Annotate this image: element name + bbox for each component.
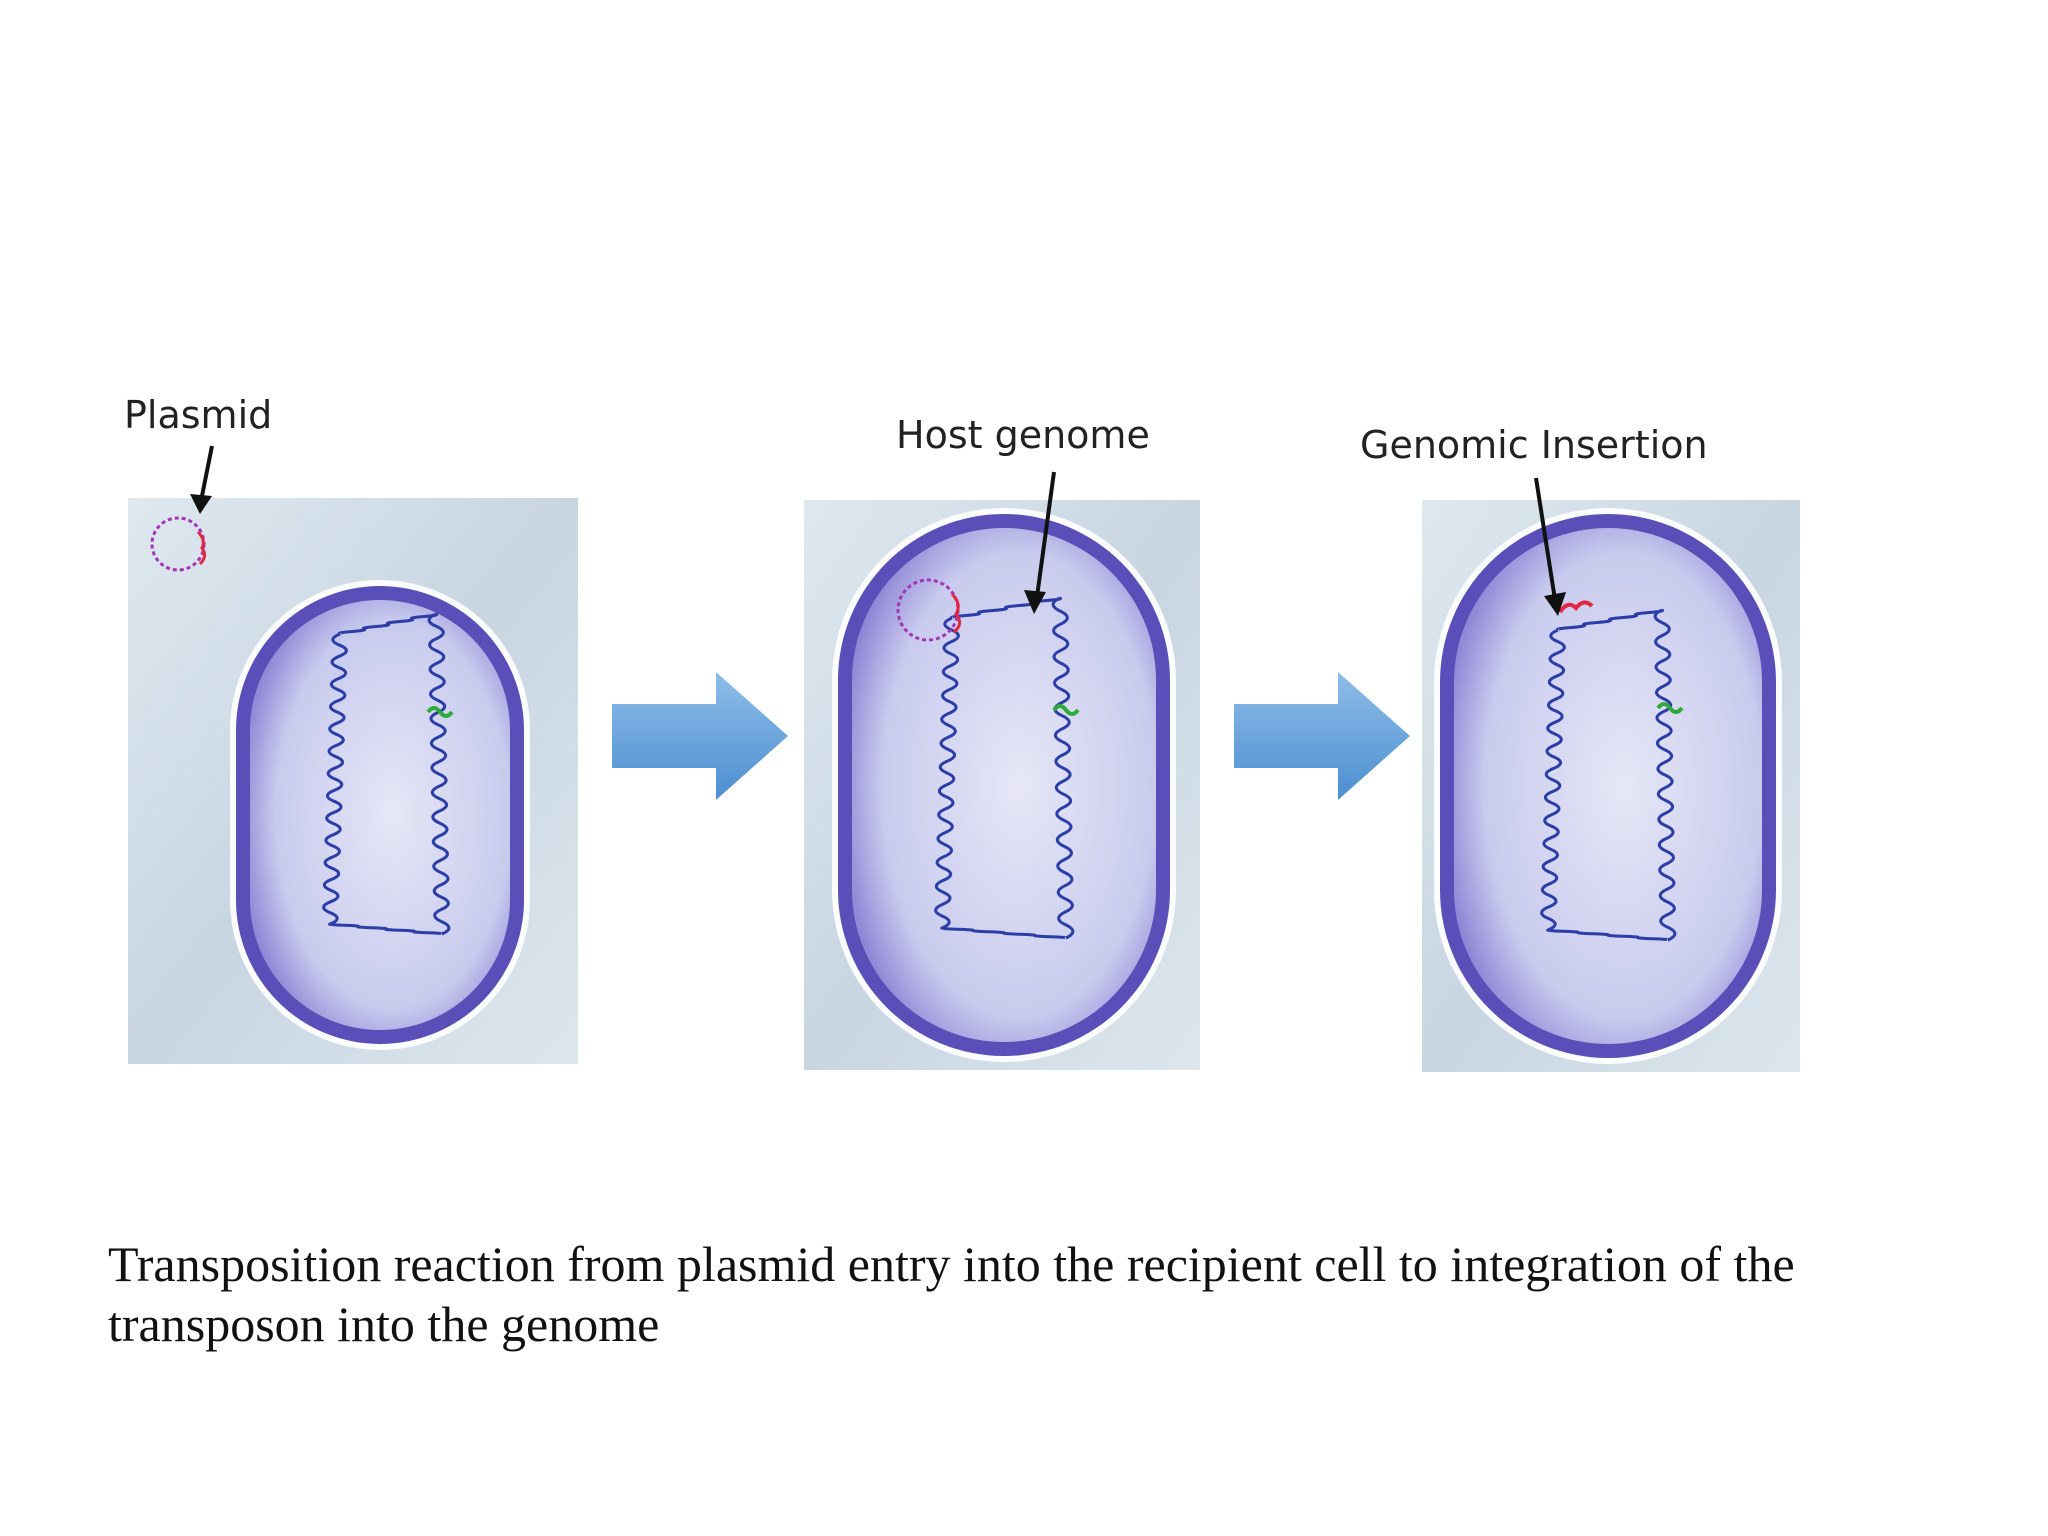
chromosome-strand <box>427 612 451 936</box>
chromosome-strand <box>1546 928 1670 942</box>
plasmid-icon <box>150 516 207 572</box>
host-genome-label: Host genome <box>896 413 1150 457</box>
cell-interior <box>250 600 510 1030</box>
plasmid-icon <box>896 578 961 642</box>
cell-interior <box>852 528 1156 1042</box>
right-arrow-icon <box>612 672 788 800</box>
insertion-site-mark <box>426 706 454 718</box>
chromosome-strand <box>1653 608 1677 942</box>
cell-diagram-1 <box>128 498 578 1064</box>
right-arrow-icon <box>1234 672 1410 800</box>
panel-genomic-insertion <box>1422 500 1800 1072</box>
panel-plasmid-entry <box>128 498 578 1064</box>
genomic-insertion-label: Genomic Insertion <box>1360 423 1708 467</box>
cell-interior <box>1454 528 1762 1044</box>
chromosome-strand <box>328 922 444 936</box>
chromosome-strand <box>1051 596 1075 940</box>
chromosome-2 <box>934 596 1080 940</box>
chromosome-strand <box>322 632 348 926</box>
plasmid-label: Plasmid <box>124 393 273 437</box>
chromosome-strand <box>1540 628 1566 932</box>
chromosome-strand <box>940 926 1068 940</box>
insertion-site-mark <box>1052 704 1080 716</box>
cell-diagram-3 <box>1422 500 1800 1072</box>
cell-diagram-2 <box>804 500 1200 1070</box>
insertion-site-mark <box>1656 702 1684 714</box>
chromosome-strand <box>934 616 960 930</box>
panel-plasmid-inside <box>804 500 1200 1070</box>
chromosome-1 <box>322 612 454 936</box>
chromosome-strand <box>337 612 439 636</box>
chromosome-strand <box>1555 608 1665 632</box>
chromosome-3 <box>1540 608 1684 942</box>
figure-caption: Transposition reaction from plasmid entr… <box>108 1236 1795 1352</box>
